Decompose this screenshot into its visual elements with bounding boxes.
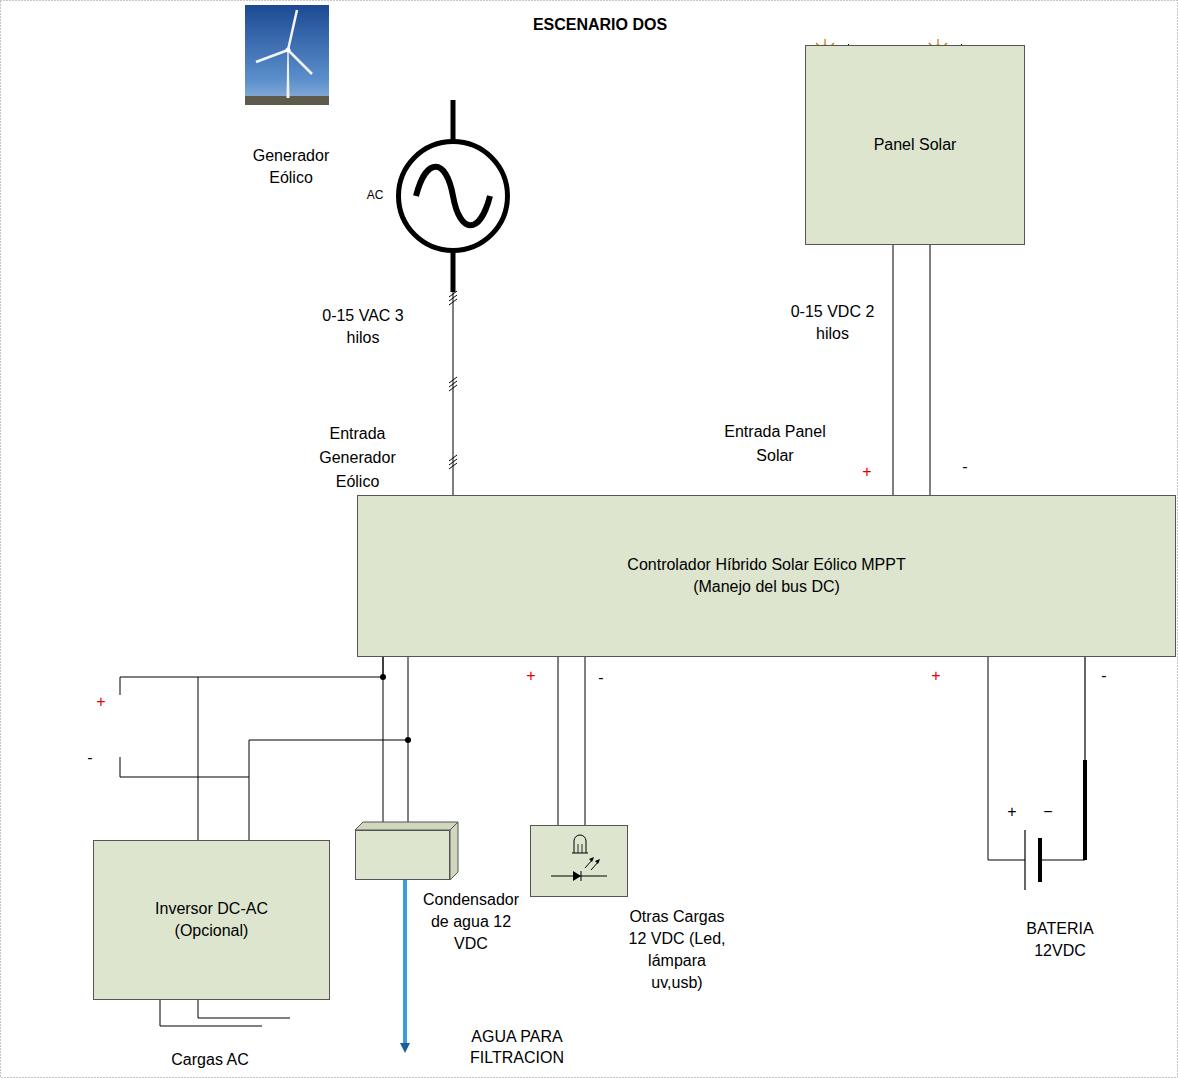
- drawing-part: [245, 5, 329, 105]
- condenser-box: Condensador de agua 12 VDC: [355, 830, 450, 880]
- battery-symbol: [988, 657, 1085, 890]
- drawing-part: [286, 48, 291, 53]
- drawing-part: [450, 822, 458, 880]
- drawing-part: [1084, 657, 1085, 760]
- node-text: Inversor DC-AC (Opcional): [142, 898, 282, 942]
- load-box: Otras Cargas 12 VDC (Led, lámpara uv,usb…: [530, 825, 628, 897]
- drawing-part: [288, 50, 312, 74]
- wire-connector: [988, 657, 989, 828]
- generator-symbol: [396, 139, 510, 253]
- text-label: +: [94, 690, 108, 714]
- text-label: Cargas AC: [150, 1048, 270, 1072]
- diagram-title: ESCENARIO DOS: [450, 14, 750, 36]
- drawing-part: [380, 674, 386, 680]
- condenser-3d-faces: [355, 822, 458, 880]
- text-label: -: [958, 455, 972, 479]
- drawing-part: [249, 740, 250, 840]
- drawing-part: [120, 677, 198, 695]
- drawing-part: [256, 50, 288, 62]
- node-text: Condensador de agua 12 VDC: [419, 889, 523, 955]
- drawing-part: [249, 740, 408, 741]
- node-text: Panel Solar: [874, 134, 957, 156]
- text-label: +: [929, 664, 943, 688]
- drawing-part: [120, 757, 249, 777]
- drawing-part: [573, 871, 581, 881]
- wire-connector: [383, 657, 384, 830]
- water-pipe: [400, 880, 410, 1053]
- drawing-part: [595, 859, 600, 864]
- wire-connector: [558, 657, 559, 825]
- three-wire-marks: [449, 291, 457, 469]
- drawing-part: [451, 251, 456, 292]
- node-text: Generador Eólico: [241, 145, 341, 189]
- node-text: Otras Cargas 12 VDC (Led, lámpara uv,usb…: [621, 906, 733, 994]
- drawing-part: [1040, 859, 1085, 860]
- solar-panel-box: Panel Solar: [805, 45, 1025, 245]
- drawing-part: [582, 844, 583, 853]
- drawing-part: [416, 167, 490, 226]
- drawing-part: [451, 100, 456, 141]
- edge-label: 0-15 VAC 3 hilos: [318, 305, 408, 349]
- drawing-part: [572, 853, 588, 854]
- drawing-part: [1024, 830, 1025, 890]
- node-text: Controlador Híbrido Solar Eólico MPPT: [627, 554, 905, 576]
- drawing-part: [287, 52, 290, 98]
- drawing-part: [1083, 760, 1087, 860]
- drawing-part: [449, 299, 457, 305]
- drawing-part: [403, 880, 407, 1044]
- drawing-part: [399, 142, 508, 251]
- drawing-part: [160, 1000, 262, 1026]
- node-text: AC: [360, 187, 390, 203]
- wire-connector: [893, 245, 894, 495]
- node-text: BATERIA 12VDC: [1010, 918, 1110, 962]
- text-label: AGUA PARA FILTRACION: [457, 1026, 577, 1068]
- node-text: (Manejo del bus DC): [693, 576, 840, 598]
- drawing-part: [449, 385, 457, 391]
- text-label: +: [1005, 800, 1019, 824]
- drawing-part: [574, 835, 586, 853]
- drawing-part: [355, 822, 458, 830]
- drawing-part: [578, 844, 579, 853]
- drawing-part: [988, 828, 1025, 860]
- drawing-part: [589, 857, 594, 862]
- text-label: Entrada Panel Solar: [710, 420, 840, 468]
- drawing-part: [288, 10, 297, 50]
- wind-turbine-photo: [245, 5, 329, 105]
- led-symbol: [531, 826, 629, 898]
- drawing-part: [930, 245, 931, 495]
- text-label: -: [1097, 664, 1111, 688]
- drawing-part: [198, 1000, 290, 1018]
- drawing-part: [405, 737, 411, 743]
- wire-connector: [198, 657, 383, 840]
- drawing-part: [581, 871, 582, 881]
- generator-circle: Generador EólicoAC: [396, 139, 510, 253]
- text-label: -: [594, 666, 608, 690]
- text-label: +: [524, 664, 538, 688]
- text-label: -: [83, 746, 97, 770]
- text-label: +: [860, 460, 874, 484]
- drawing-part: [449, 463, 457, 469]
- drawing-part: [585, 657, 586, 825]
- controller-box: Controlador Híbrido Solar Eólico MPPT(Ma…: [357, 495, 1176, 657]
- edge-label: 0-15 VDC 2 hilos: [785, 301, 880, 345]
- drawing-part: [400, 1043, 410, 1053]
- junction-dots: [380, 674, 411, 743]
- battery-node: BATERIA 12VDC: [980, 828, 1100, 892]
- text-label: −: [1041, 800, 1055, 824]
- text-label: Entrada Generador Eólico: [305, 422, 410, 494]
- inverter-box: Inversor DC-AC (Opcional): [93, 840, 330, 1000]
